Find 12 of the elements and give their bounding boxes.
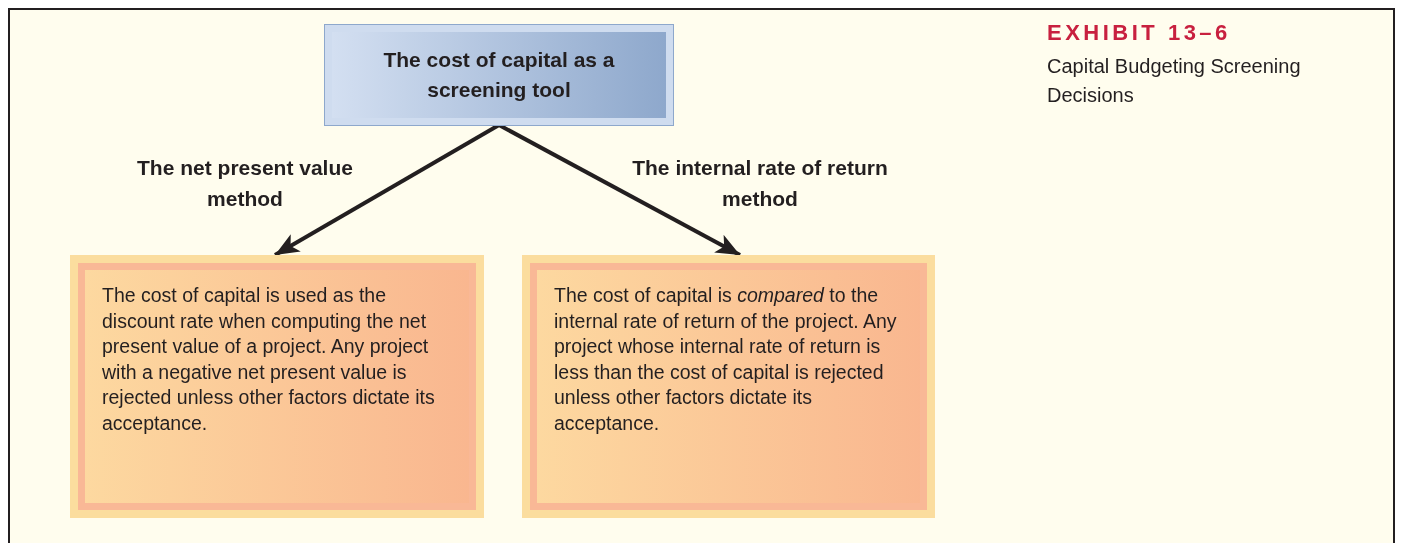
box-text: The cost of capital is used as the discount rate when computing the net present value of a project. Any project with a negative net present value is rejected unless other factors dictate its acceptance. [102,283,436,436]
method-box [70,255,484,518]
exhibit-number: EXHIBIT 13–6 [1047,20,1231,46]
edge-label: The internal rate of return method [631,155,889,212]
method-box [522,255,935,518]
box-text: The cost of capital as a screening tool [382,47,616,103]
edge-label: The net present value method [136,155,354,212]
arrow [498,123,741,257]
exhibit-caption: Capital Budgeting Screening Decisions [1047,54,1302,108]
root-box [325,25,673,125]
arrow [274,123,500,257]
box-text: The cost of capital is compared to the internal rate of return of the project. Any project whose internal rate of return is less than the cost of capital is rejected unless other factors dictate its acceptance. [554,283,898,436]
